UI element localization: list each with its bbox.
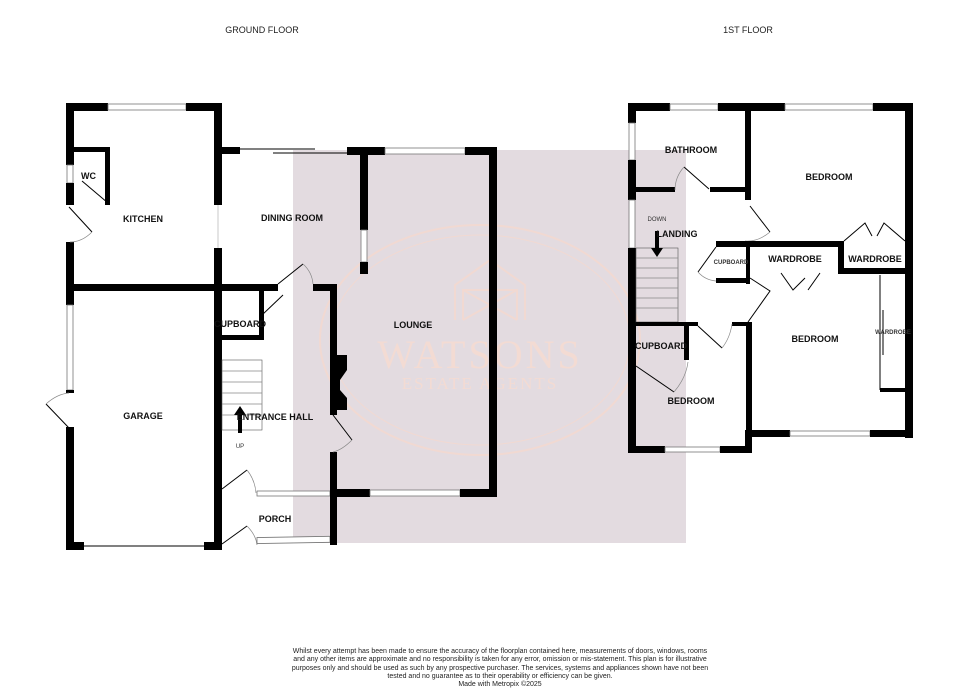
label-wardrobe-3: WARDROBE bbox=[875, 330, 911, 336]
down-arrow-icon bbox=[651, 231, 663, 257]
label-bedroom-1: BEDROOM bbox=[806, 172, 853, 182]
label-cupboard-bedroom: CUPBOARD bbox=[635, 341, 688, 351]
watermark-tagline: ESTATE AGENTS bbox=[402, 374, 558, 393]
label-bedroom-3: BEDROOM bbox=[668, 396, 715, 406]
label-down: DOWN bbox=[648, 217, 667, 223]
disclaimer-text: Whilst every attempt has been made to en… bbox=[291, 648, 709, 680]
label-bathroom: BATHROOM bbox=[665, 145, 717, 155]
label-up: UP bbox=[236, 444, 244, 450]
label-garage: GARAGE bbox=[123, 411, 163, 421]
label-entrance-hall: ENTRANCE HALL bbox=[237, 412, 314, 422]
room-labels: WC KITCHEN DINING ROOM LOUNGE CUPBOARD G… bbox=[81, 145, 911, 524]
label-wc: WC bbox=[81, 171, 96, 181]
up-arrow-icon bbox=[234, 406, 246, 433]
first-floor-walls bbox=[628, 103, 913, 453]
label-kitchen: KITCHEN bbox=[123, 214, 163, 224]
label-wardrobe-2: WARDROBE bbox=[848, 254, 902, 264]
metropix-credit: Made with Metropix ©2025 bbox=[458, 681, 542, 689]
ground-floor-walls bbox=[45, 103, 497, 550]
watermark-name: WATSONS bbox=[377, 332, 582, 377]
staircase bbox=[221, 359, 263, 431]
label-cupboard: CUPBOARD bbox=[214, 319, 267, 329]
ground-floor-title: GROUND FLOOR bbox=[225, 25, 299, 35]
label-porch: PORCH bbox=[259, 514, 292, 524]
disclaimer: Whilst every attempt has been made to en… bbox=[290, 648, 710, 689]
label-lounge: LOUNGE bbox=[394, 320, 433, 330]
label-landing: LANDING bbox=[657, 229, 698, 239]
label-wardrobe-1: WARDROBE bbox=[768, 254, 822, 264]
label-dining-room: DINING ROOM bbox=[261, 213, 323, 223]
label-bedroom-2: BEDROOM bbox=[792, 334, 839, 344]
first-floor-title: 1ST FLOOR bbox=[723, 25, 773, 35]
label-cupboard-landing: CUPBOARD bbox=[714, 260, 749, 266]
